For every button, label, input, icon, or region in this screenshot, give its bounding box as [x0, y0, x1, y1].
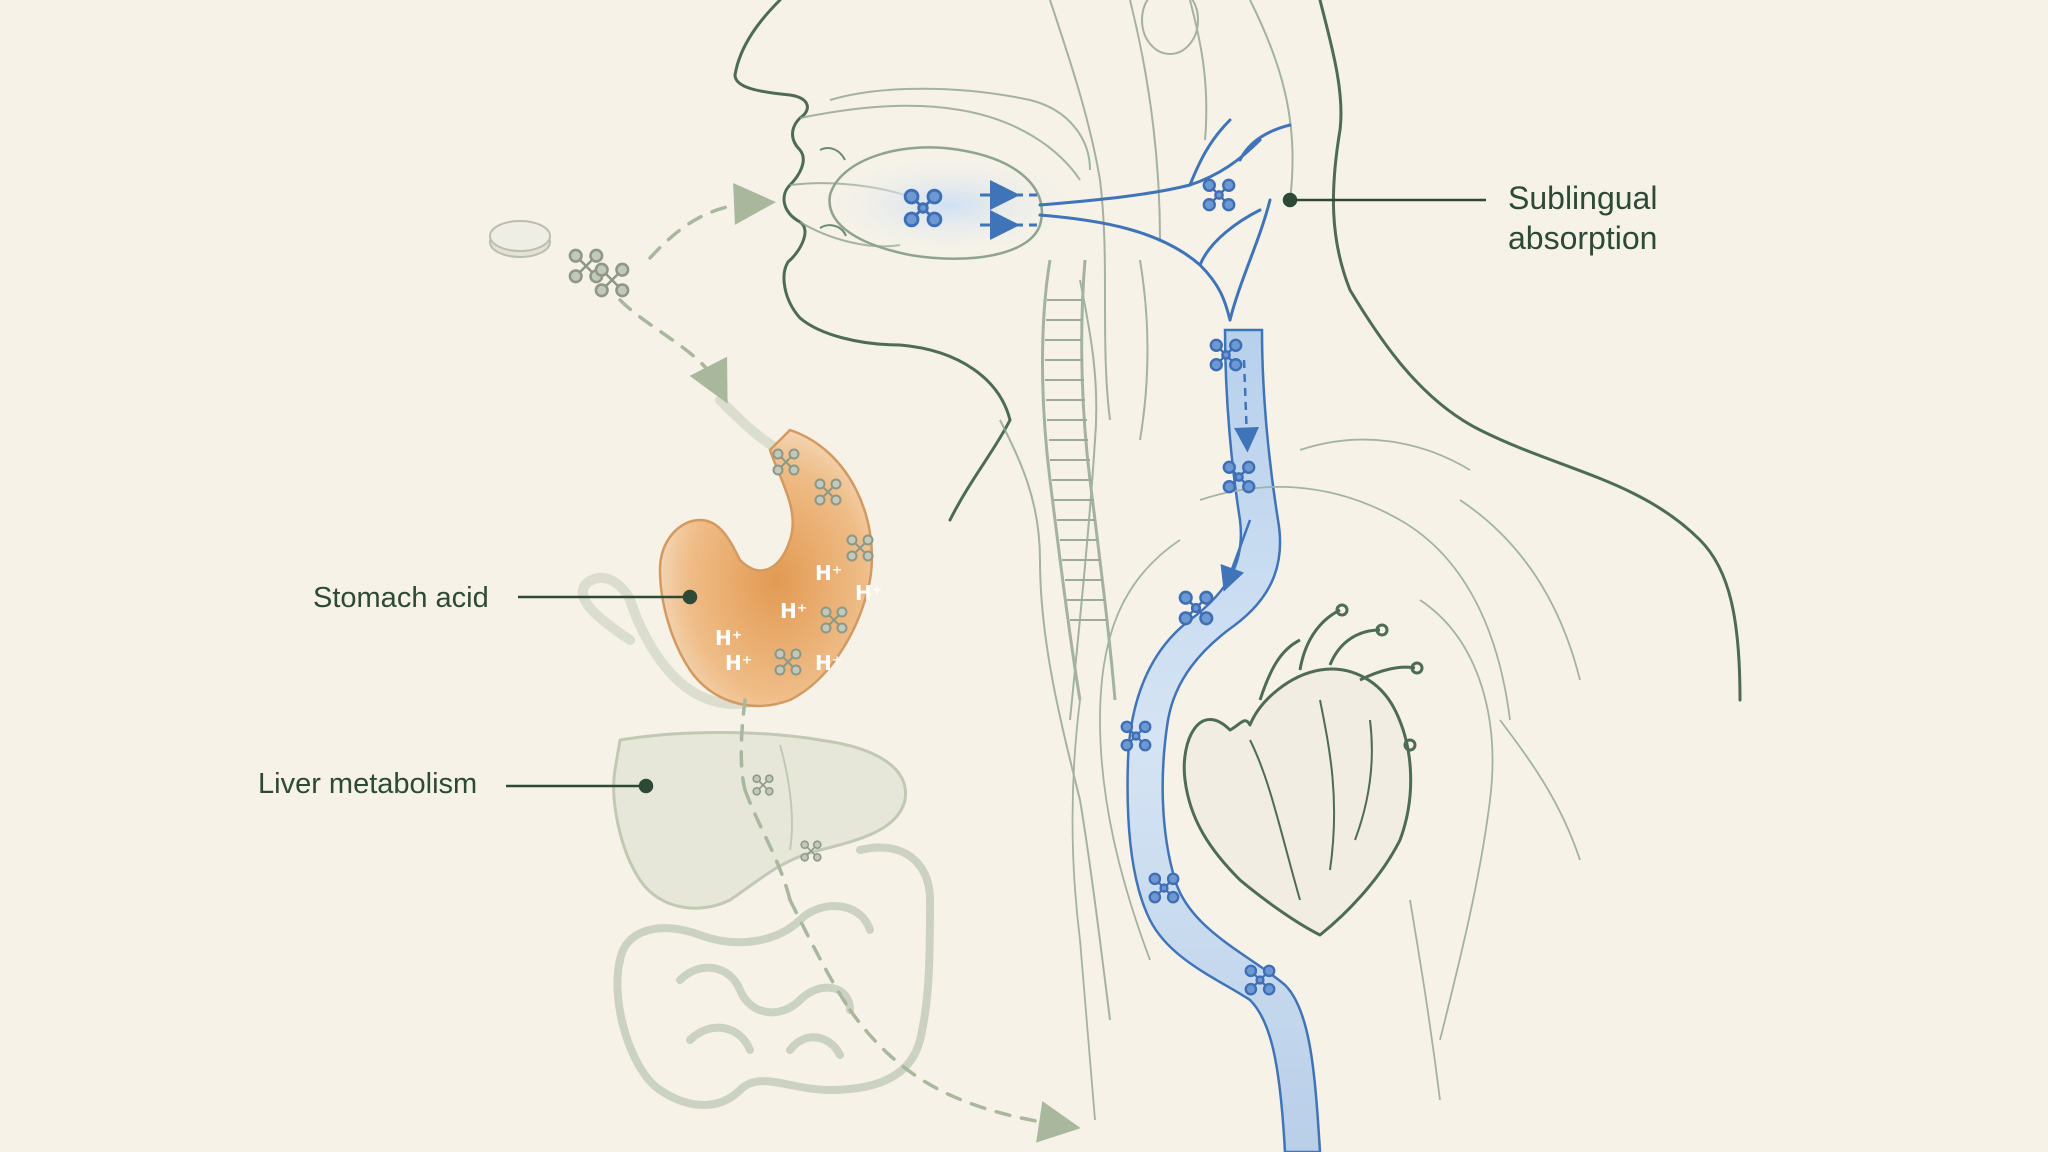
tablet-icon: [489, 220, 551, 258]
acid-symbol: H⁺: [815, 561, 842, 585]
stomach-marker-dot: [682, 589, 698, 605]
body-vessel-sketch: [1071, 438, 1581, 1121]
sublingual-absorption-label: Sublingual absorption: [1508, 178, 1657, 258]
sublingual-label-line2: absorption: [1508, 220, 1658, 256]
molecule-icon: [1202, 178, 1236, 212]
molecule-icon-group-sublingual: [903, 178, 1276, 996]
intestine-illustration: [613, 843, 935, 1109]
acid-symbol: H⁺: [855, 581, 882, 605]
neck-veins: [1038, 118, 1292, 322]
heart-illustration: [1182, 603, 1424, 937]
stomach-illustration: H⁺ H⁺ H⁺ H⁺ H⁺ H⁺: [577, 395, 882, 709]
sublingual-label-line1: Sublingual: [1508, 180, 1658, 216]
liver-metabolism-label: Liver metabolism: [258, 768, 478, 800]
acid-symbol: H⁺: [725, 651, 752, 675]
sublingual-marker-dot: [1282, 192, 1298, 208]
stomach-acid-label: Stomach acid: [313, 582, 489, 614]
liver-marker-dot: [638, 778, 654, 794]
acid-symbol: H⁺: [815, 651, 842, 675]
acid-symbol: H⁺: [715, 626, 742, 650]
label-leaders: [506, 192, 1486, 794]
oral-pathway: [618, 182, 1081, 1143]
mouth-tongue-illustration: [810, 146, 1090, 260]
acid-symbol: H⁺: [780, 599, 807, 623]
trachea-rings: [1045, 299, 1108, 621]
absorption-arrows: [980, 180, 1040, 240]
